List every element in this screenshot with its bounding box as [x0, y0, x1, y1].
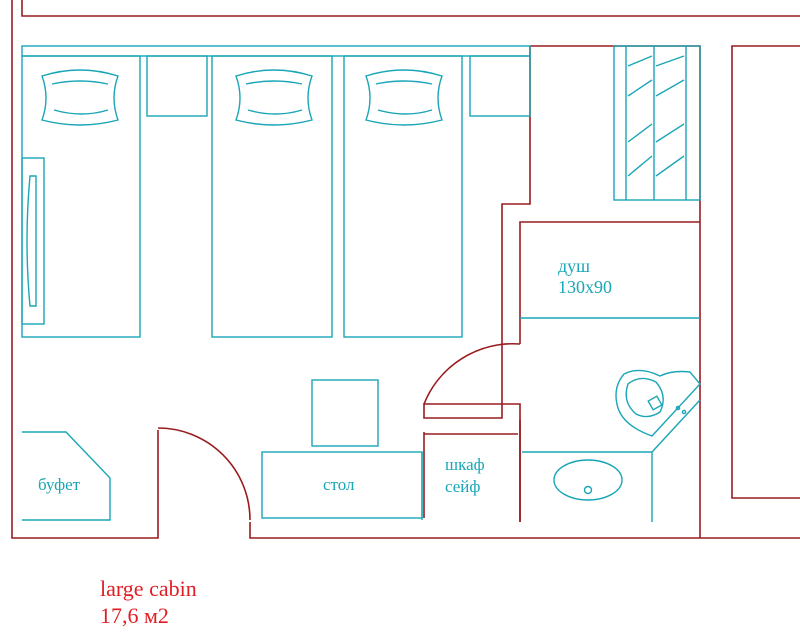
- hanger-5: [627, 123, 653, 143]
- desk-label: стол: [323, 475, 355, 494]
- pillow-1: [41, 69, 119, 126]
- bottom-wall: [249, 522, 800, 539]
- right-room-outline: [731, 45, 800, 499]
- bed-2: [211, 55, 333, 338]
- toilet-button: [647, 395, 663, 411]
- top-wall: [21, 0, 800, 17]
- closet-bath-wall: [530, 45, 701, 538]
- safe-label: сейф: [445, 477, 480, 496]
- shower-size-label: 130x90: [558, 277, 612, 297]
- entrance-door-swing: [157, 427, 251, 521]
- buffet-label: буфет: [38, 475, 81, 494]
- hanger-4: [655, 79, 685, 97]
- toilet-fixture-dot-1: [675, 405, 681, 411]
- bathroom-inner-wall: [519, 221, 700, 344]
- sink-counter: [522, 399, 701, 453]
- tv-panel: [21, 157, 45, 325]
- walls: [11, 0, 800, 539]
- labels: буфет стол шкаф сейф душ 130x90: [38, 256, 612, 496]
- hanger-8: [655, 155, 685, 177]
- shower-label: душ: [558, 256, 590, 276]
- hanger-1: [627, 55, 653, 67]
- chair: [311, 379, 379, 447]
- toilet: [615, 369, 701, 437]
- pillow-2: [235, 69, 313, 126]
- nightstand-2: [469, 55, 531, 117]
- hanger-3: [627, 79, 653, 97]
- tv-screen: [26, 175, 37, 307]
- bed-3: [343, 55, 463, 338]
- washbasin-drain: [583, 485, 593, 495]
- closet: [613, 45, 701, 201]
- bed-1: [21, 55, 141, 338]
- hanger-6: [655, 123, 685, 143]
- bathroom-wall: [423, 46, 531, 522]
- cabin-area: 17,6 м2: [100, 603, 169, 628]
- furniture: [21, 45, 701, 522]
- wall-shelf: [21, 45, 531, 57]
- toilet-bowl: [625, 377, 664, 418]
- left-wall: [11, 0, 159, 539]
- hanger-2: [655, 55, 685, 67]
- bathroom-door-swing: [423, 342, 521, 405]
- buffet: [22, 431, 111, 521]
- toilet-fixture-dot-2: [681, 409, 687, 415]
- wardrobe-label: шкаф: [445, 455, 485, 474]
- hanger-7: [627, 155, 653, 177]
- pillow-3: [365, 69, 443, 126]
- washbasin: [553, 459, 623, 501]
- nightstand-1: [146, 55, 208, 117]
- cabin-name: large cabin: [100, 576, 197, 601]
